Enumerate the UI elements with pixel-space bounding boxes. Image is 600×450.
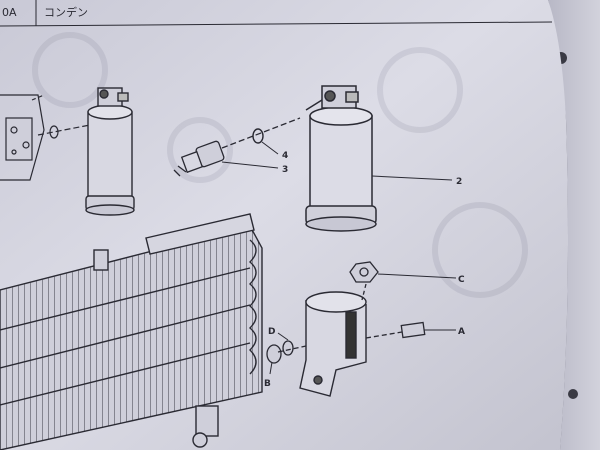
callout-part-4: 4 [282,151,288,161]
callout-a: A [458,327,465,337]
callout-d: D [268,327,275,337]
bolt-a [365,321,426,339]
receiver-drier-main [305,85,377,232]
pressure-switch [173,117,301,177]
faint-print-through [32,32,528,298]
washer-d [282,340,294,356]
o-ring [252,128,264,144]
adjacent-page [548,0,600,450]
callout-part-3: 3 [282,165,288,175]
section-code: 0A [2,6,17,19]
condenser-core [0,213,263,450]
callout-part-2: 2 [456,177,462,187]
leader-lines [221,141,457,375]
left-bracket-assembly [0,94,91,181]
section-title: コンデン [44,5,88,19]
callout-b: B [264,379,271,389]
binder-hole [568,389,578,399]
nut-b [266,344,307,364]
callout-c: C [458,275,465,285]
header-rule [0,21,553,27]
nut-c [349,261,379,301]
receiver-drier-left [85,87,135,216]
drier-bracket [299,291,367,397]
